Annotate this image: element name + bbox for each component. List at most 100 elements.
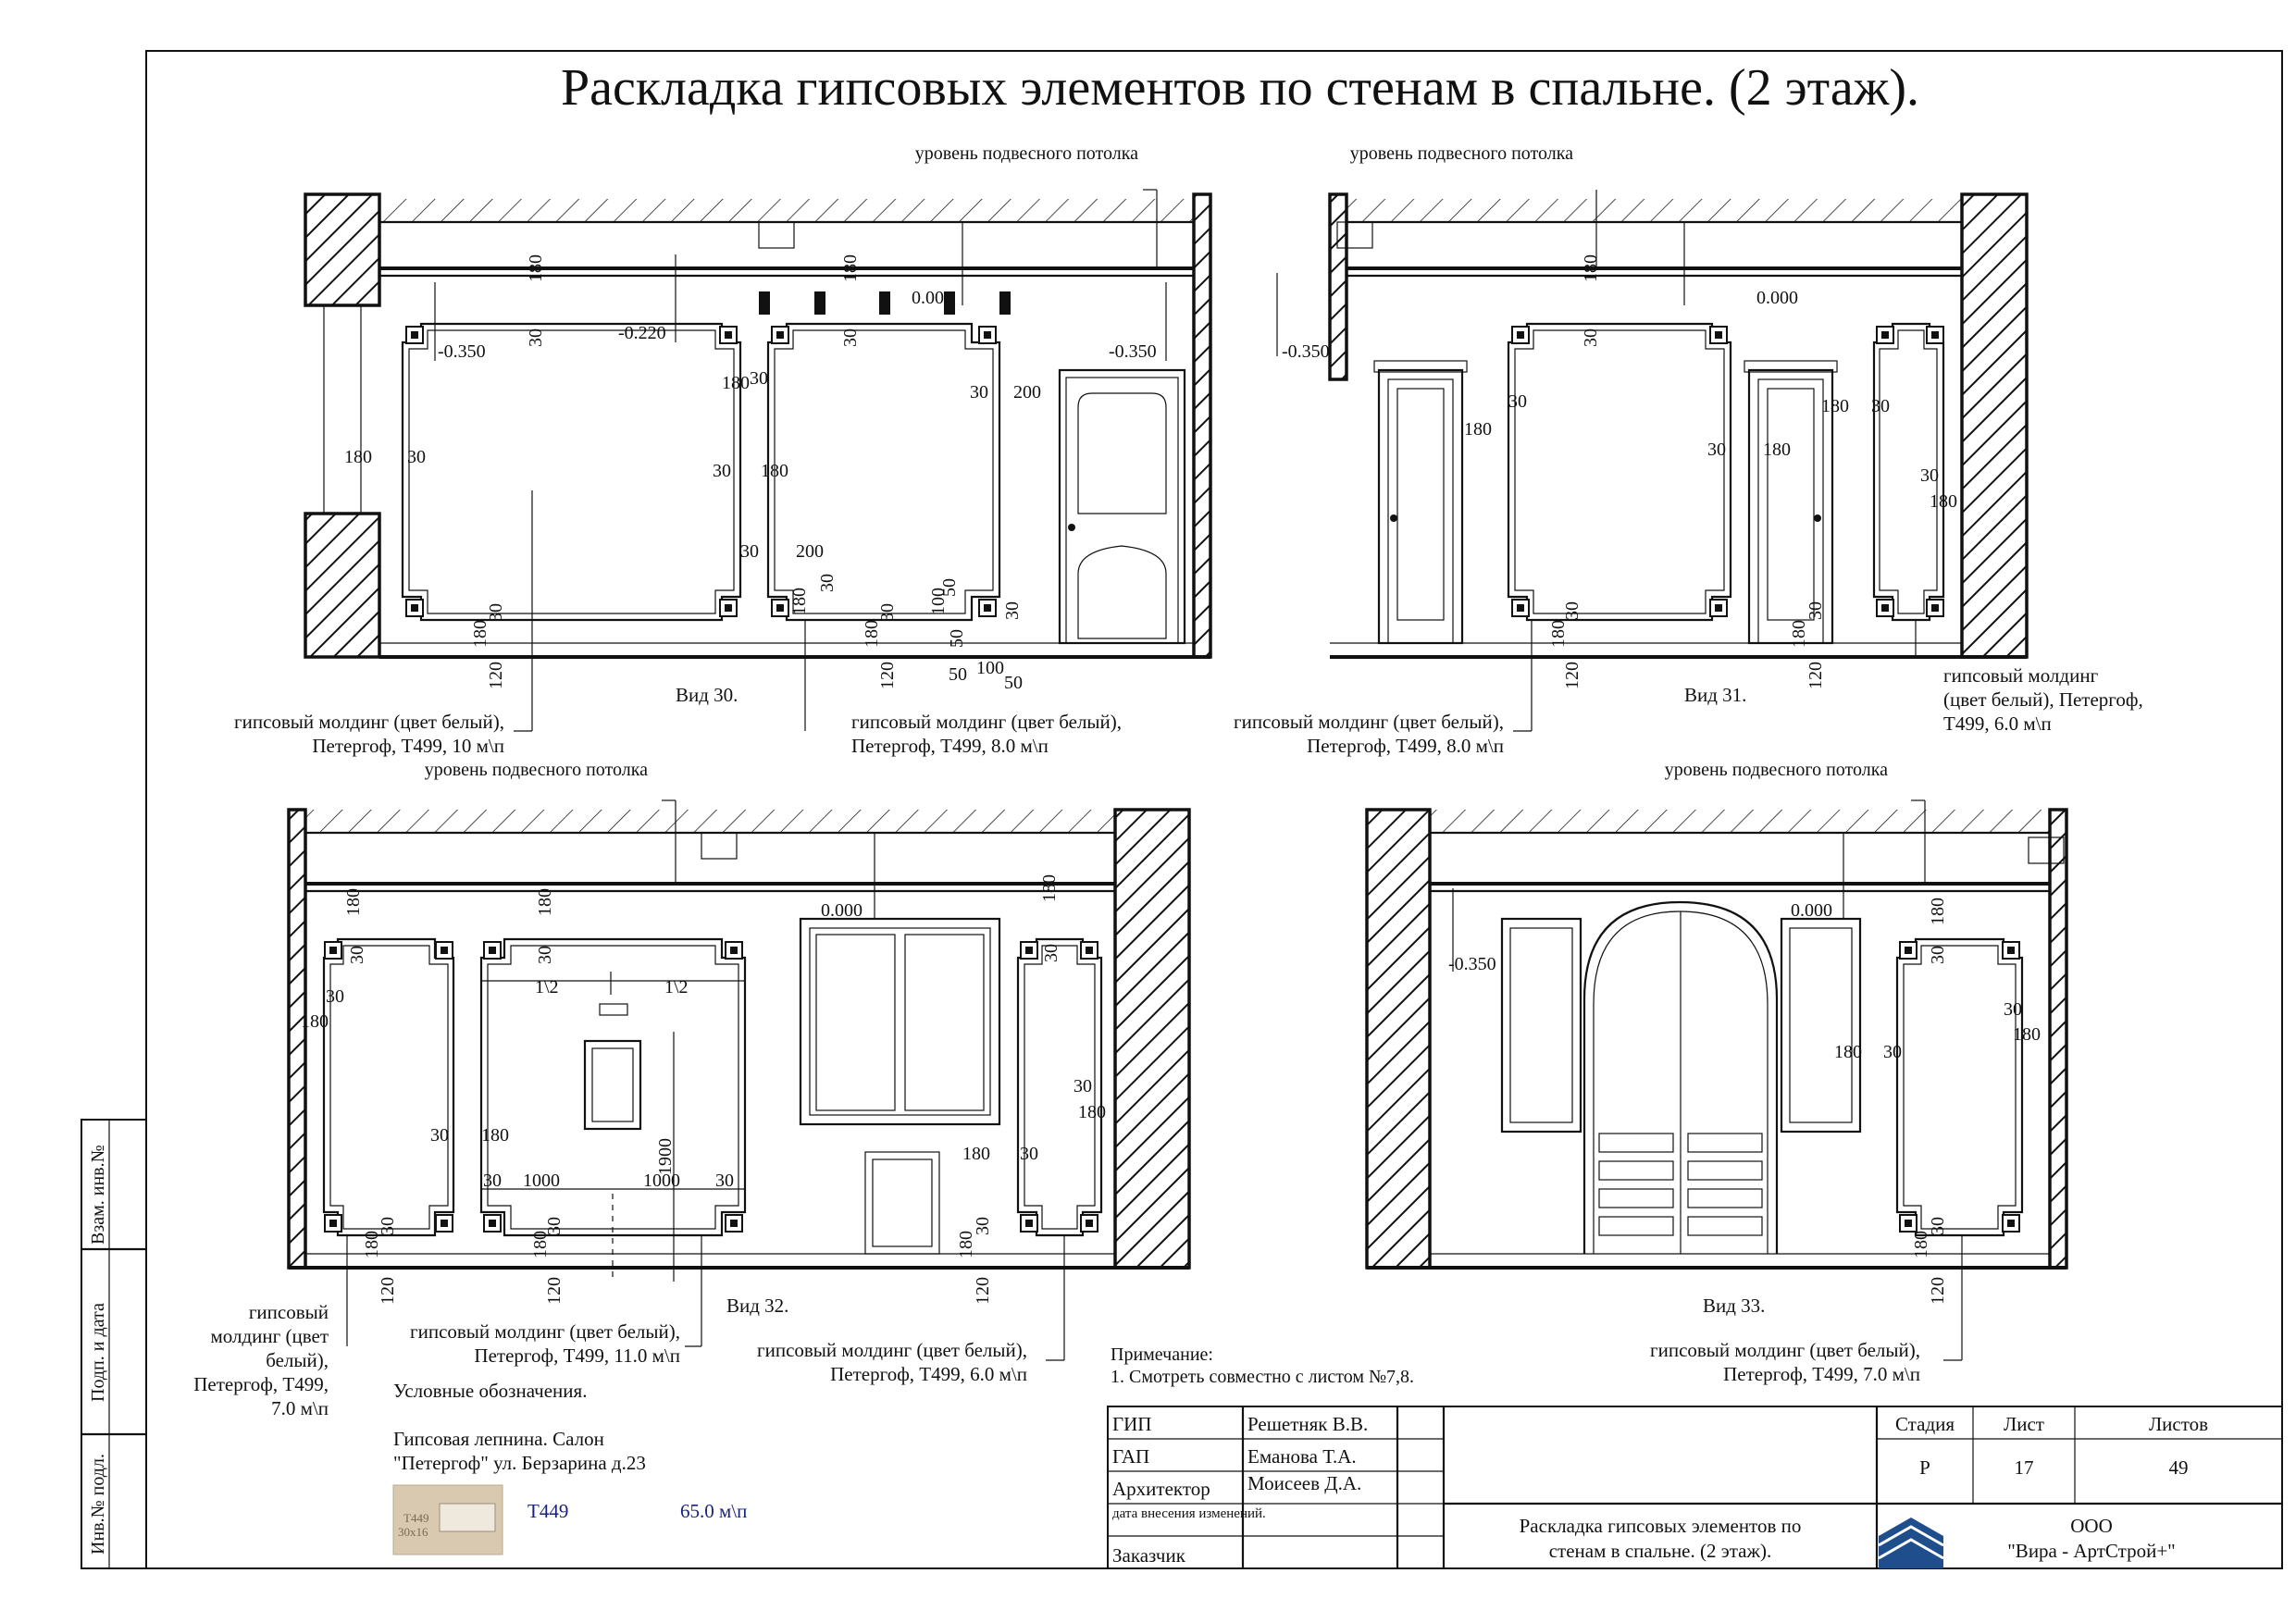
svg-text:30: 30 (973, 1217, 993, 1235)
callout-line1: гипсовый молдинг (цвет белый), (851, 711, 1122, 733)
svg-text:50: 50 (947, 629, 967, 648)
svg-text:180: 180 (530, 1231, 551, 1258)
svg-text:180: 180 (1581, 254, 1601, 282)
svg-text:30: 30 (1581, 328, 1601, 347)
svg-text:180: 180 (1821, 396, 1849, 416)
svg-text:180: 180 (840, 254, 861, 282)
company-name: ООО (2070, 1515, 2113, 1537)
wall-left (1365, 808, 1432, 1270)
svg-text:180: 180 (1928, 898, 1948, 925)
svg-text:100: 100 (928, 588, 949, 615)
wall-left (287, 808, 307, 1270)
svg-text:30: 30 (970, 382, 988, 403)
callout-line1: гипсовый молдинг (цвет белый), (757, 1339, 1027, 1361)
svg-text:30: 30 (740, 541, 759, 562)
svg-text:180: 180 (535, 888, 555, 916)
callout-view32-left: гипсовый молдинг (цвет белый), Петергоф,… (193, 1301, 329, 1419)
svg-text:Петергоф, Т499,: Петергоф, Т499, (193, 1373, 329, 1395)
svg-text:180: 180 (722, 373, 750, 393)
callout-line2: Петергоф, Т499, 10 м\п (312, 735, 504, 757)
svg-text:30: 30 (1508, 391, 1527, 412)
callout-line1: гипсовый молдинг (цвет белый), (410, 1320, 680, 1343)
svg-text:Решетняк В.В.: Решетняк В.В. (1247, 1413, 1368, 1435)
svg-text:120: 120 (378, 1277, 398, 1305)
svg-text:дата внесения изменений.: дата внесения изменений. (1112, 1506, 1266, 1521)
ceiling-slab (379, 199, 1194, 222)
note-heading: Примечание: (1111, 1344, 1213, 1365)
title-block-people: ГИП Решетняк В.В. ГАП Еманова Т.А. Архит… (1112, 1413, 1368, 1567)
svg-text:Заказчик: Заказчик (1112, 1544, 1186, 1567)
svg-text:30: 30 (486, 603, 506, 622)
svg-text:1\2: 1\2 (664, 977, 689, 997)
wall-left (1328, 192, 1348, 381)
view-33 (1365, 799, 2068, 1361)
wall-left-lower (304, 512, 381, 659)
svg-text:180: 180 (344, 447, 372, 467)
ceiling-label: уровень подвесного потолка (1665, 760, 1888, 780)
svg-text:30: 30 (1928, 1217, 1948, 1235)
level-mark: -0.350 (438, 341, 486, 362)
svg-text:Архитектор: Архитектор (1112, 1478, 1210, 1500)
svg-text:180: 180 (481, 1125, 509, 1146)
svg-text:Еманова Т.А.: Еманова Т.А. (1247, 1445, 1357, 1468)
drawing-title: стенам в спальне. (2 этаж). (1549, 1540, 1772, 1562)
legend-item-qty: 65.0 м\п (680, 1500, 747, 1522)
svg-text:200: 200 (1013, 382, 1041, 403)
title-block (1107, 1406, 2283, 1569)
ceiling-label: уровень подвесного потолка (915, 143, 1138, 164)
svg-text:30: 30 (1707, 440, 1726, 460)
view-label: Вид 30. (676, 684, 738, 706)
view-31 (1276, 190, 2029, 732)
svg-text:120: 120 (1928, 1277, 1948, 1305)
svg-text:7.0 м\п: 7.0 м\п (271, 1397, 329, 1419)
svg-text:30: 30 (840, 328, 861, 347)
svg-text:30: 30 (1920, 465, 1939, 486)
legend-item-code: Т449 (527, 1500, 568, 1522)
svg-text:30: 30 (347, 946, 367, 964)
view-label: Вид 32. (726, 1295, 788, 1317)
svg-text:30: 30 (750, 368, 768, 389)
svg-text:30x16: 30x16 (398, 1525, 428, 1539)
svg-text:180: 180 (1911, 1231, 1931, 1258)
callout-line2: Петергоф, Т499, 6.0 м\п (830, 1363, 1027, 1385)
svg-text:1000: 1000 (643, 1171, 680, 1191)
callout-line2: Петергоф, Т499, 8.0 м\п (1307, 735, 1504, 757)
svg-text:180: 180 (761, 461, 788, 481)
molding-panel (401, 322, 742, 622)
svg-text:Моисеев Д.А.: Моисеев Д.А. (1247, 1472, 1361, 1494)
svg-text:1000: 1000 (523, 1171, 560, 1191)
dimension-labels: 180 30 30 180 180 30 30 180 120 (1834, 898, 2041, 1305)
svg-text:180: 180 (956, 1231, 976, 1258)
molding-panel (766, 322, 1001, 622)
level-mark: 0.000 (1791, 900, 1832, 921)
svg-text:180: 180 (1930, 491, 1957, 512)
callout-line2: (цвет белый), Петергоф, (1943, 688, 2143, 711)
dimension-labels: 180 30 180 30 180 30 30 180 30 180 30 20… (344, 254, 1041, 693)
level-mark: 0.000 (912, 288, 953, 308)
dimension-labels: 180 30 180 30 180 30 30 180 30 180 1\2 1… (301, 874, 1106, 1305)
svg-text:30: 30 (1806, 601, 1826, 620)
svg-text:30: 30 (483, 1171, 502, 1191)
svg-text:120: 120 (1562, 662, 1582, 689)
svg-text:30: 30 (1871, 396, 1890, 416)
svg-text:30: 30 (1074, 1076, 1092, 1096)
svg-text:гипсовый: гипсовый (249, 1301, 329, 1323)
callout-line2: Петергоф, Т499, 7.0 м\п (1723, 1363, 1920, 1385)
svg-text:30: 30 (326, 986, 344, 1007)
svg-text:180: 180 (1039, 874, 1060, 902)
svg-text:180: 180 (470, 620, 490, 648)
callout-line1: гипсовый молдинг (1943, 664, 2099, 687)
sheet-value: 17 (2015, 1456, 2034, 1479)
level-mark: -0.350 (1282, 341, 1330, 362)
svg-text:30: 30 (1041, 944, 1061, 962)
svg-text:180: 180 (1548, 620, 1569, 648)
svg-text:180: 180 (301, 1011, 329, 1032)
svg-text:120: 120 (544, 1277, 565, 1305)
svg-text:30: 30 (2004, 999, 2022, 1020)
level-mark: -0.350 (1448, 954, 1496, 974)
svg-text:Взам. инв.№: Взам. инв.№ (88, 1145, 108, 1245)
dimension-labels: 180 30 30 180 30 180 180 30 30 180 30 18… (1464, 254, 1957, 689)
callout-line1: гипсовый молдинг (цвет белый), (1234, 711, 1504, 733)
callout-line1: гипсовый молдинг (цвет белый), (234, 711, 504, 733)
ceiling-label: уровень подвесного потолка (425, 760, 648, 780)
